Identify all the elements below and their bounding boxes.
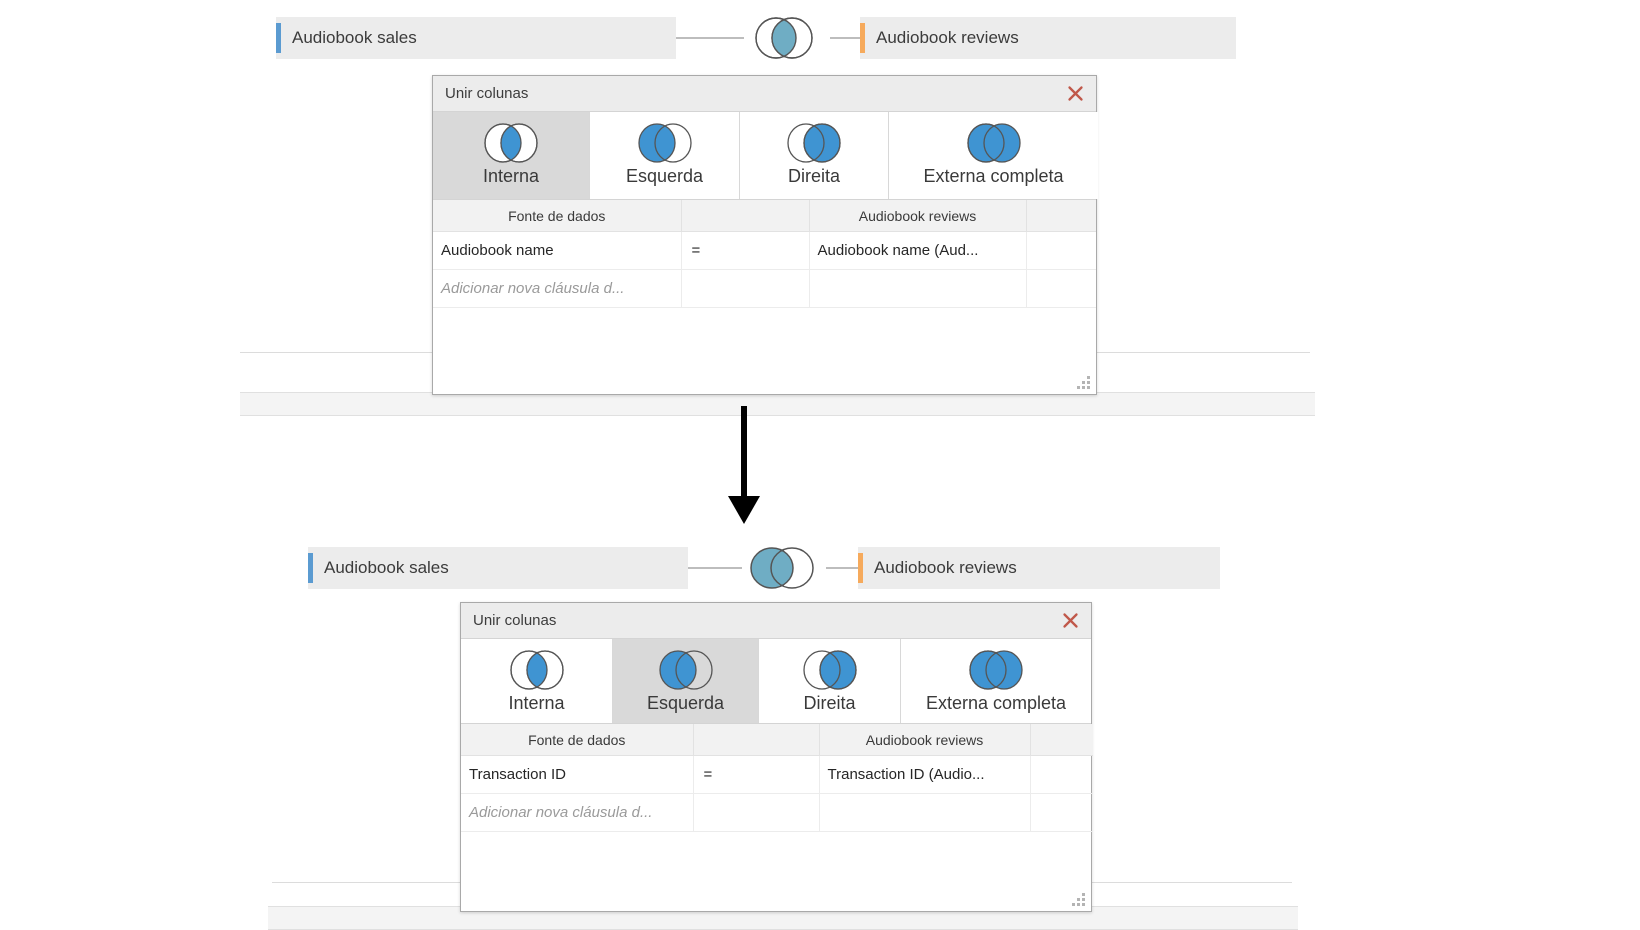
clause-row-actions[interactable] — [1030, 755, 1093, 794]
column-header-source: Fonte de dados — [433, 200, 682, 232]
left-join-venn-icon[interactable] — [736, 547, 828, 594]
dialog-body-empty-area — [461, 832, 1091, 908]
clause-source-field[interactable]: Audiobook name — [433, 231, 682, 270]
join-type-label: Interna — [508, 693, 565, 713]
left-table-label: Audiobook sales — [292, 28, 417, 47]
clause-row[interactable]: Transaction ID = Transaction ID (Audio..… — [461, 755, 1093, 794]
flow-node-right-table[interactable]: Audiobook reviews — [858, 547, 1220, 589]
dialog-title: Unir colunas — [473, 612, 557, 629]
dialog-title-bar: Unir colunas — [433, 76, 1096, 112]
join-type-label: Externa completa — [923, 166, 1064, 186]
inner-join-venn-icon — [484, 123, 538, 163]
full-outer-join-venn-icon — [966, 123, 1021, 163]
join-type-label: Direita — [803, 693, 856, 713]
flow-node-left-table[interactable]: Audiobook sales — [276, 17, 676, 59]
add-clause-placeholder[interactable]: Adicionar nova cláusula d... — [433, 269, 682, 308]
join-type-tab-esquerda[interactable]: Esquerda — [613, 639, 759, 723]
column-header-operator — [681, 200, 810, 232]
clause-row-actions[interactable] — [1030, 793, 1093, 832]
join-flow-row-after: Audiobook sales Audiobook reviews — [308, 547, 1220, 589]
right-table-accent-bar — [860, 23, 865, 53]
join-type-tab-direita[interactable]: Direita — [759, 639, 901, 723]
join-clause-table: Fonte de dados Audiobook reviews Audiobo… — [433, 200, 1096, 308]
join-flow-row-before: Audiobook sales Audiobook reviews — [276, 17, 1236, 59]
join-type-tab-externa-completa[interactable]: Externa completa — [889, 112, 1098, 199]
clause-target-field[interactable]: Transaction ID (Audio... — [819, 755, 1031, 794]
dialog-title: Unir colunas — [445, 85, 529, 102]
dialog-body-empty-area — [433, 308, 1096, 388]
right-join-venn-icon — [802, 650, 857, 690]
clause-row-add-new[interactable]: Adicionar nova cláusula d... — [461, 793, 1093, 832]
column-header-actions — [1026, 200, 1096, 232]
clause-target-field[interactable] — [819, 793, 1031, 832]
join-link-left — [688, 567, 742, 569]
join-dialog-before: Unir colunas Interna Esquerda — [432, 75, 1098, 395]
join-type-label: Esquerda — [625, 166, 704, 186]
left-join-venn-icon — [658, 650, 713, 690]
clause-operator[interactable] — [693, 793, 820, 832]
clause-table-header-row: Fonte de dados Audiobook reviews — [433, 200, 1096, 232]
join-type-tab-direita[interactable]: Direita — [740, 112, 889, 199]
clause-row[interactable]: Audiobook name = Audiobook name (Aud... — [433, 231, 1096, 270]
join-clause-table: Fonte de dados Audiobook reviews Transac… — [461, 724, 1093, 832]
resize-grip-handle[interactable] — [1077, 376, 1091, 390]
add-clause-placeholder[interactable]: Adicionar nova cláusula d... — [461, 793, 694, 832]
column-header-target: Audiobook reviews — [809, 200, 1027, 232]
column-header-actions — [1030, 724, 1093, 756]
clause-table-header-row: Fonte de dados Audiobook reviews — [461, 724, 1093, 756]
join-dialog-after: Unir colunas Interna Esquerda — [460, 602, 1093, 912]
right-table-label: Audiobook reviews — [874, 558, 1017, 577]
join-type-label: Externa completa — [925, 693, 1067, 713]
clause-operator[interactable]: = — [693, 755, 820, 794]
column-header-target: Audiobook reviews — [819, 724, 1031, 756]
flow-node-right-table[interactable]: Audiobook reviews — [860, 17, 1236, 59]
left-table-label: Audiobook sales — [324, 558, 449, 577]
clause-target-field[interactable]: Audiobook name (Aud... — [809, 231, 1027, 270]
left-table-accent-bar — [308, 553, 313, 583]
join-type-tab-externa-completa[interactable]: Externa completa — [901, 639, 1091, 723]
join-link-right — [826, 567, 858, 569]
right-table-label: Audiobook reviews — [876, 28, 1019, 47]
flow-node-left-table[interactable]: Audiobook sales — [308, 547, 688, 589]
join-type-tab-strip: Interna Esquerda Direita Externa co — [461, 639, 1091, 724]
clause-operator[interactable] — [681, 269, 810, 308]
clause-row-actions[interactable] — [1026, 269, 1096, 308]
join-type-tab-interna[interactable]: Interna — [461, 639, 613, 723]
join-type-label: Direita — [787, 166, 840, 186]
join-link-left — [676, 37, 744, 39]
clause-row-add-new[interactable]: Adicionar nova cláusula d... — [433, 269, 1096, 308]
right-table-accent-bar — [858, 553, 863, 583]
full-outer-join-venn-icon — [969, 650, 1023, 690]
right-join-venn-icon — [787, 123, 841, 163]
clause-target-field[interactable] — [809, 269, 1027, 308]
inner-join-venn-icon — [509, 650, 564, 690]
column-header-source: Fonte de dados — [461, 724, 694, 756]
left-table-accent-bar — [276, 23, 281, 53]
left-join-venn-icon — [637, 123, 692, 163]
join-link-right — [830, 37, 860, 39]
join-type-label: Esquerda — [646, 693, 725, 713]
join-type-tab-interna[interactable]: Interna — [433, 112, 590, 199]
clause-row-actions[interactable] — [1026, 231, 1096, 270]
column-header-operator — [693, 724, 820, 756]
clause-source-field[interactable]: Transaction ID — [461, 755, 694, 794]
close-icon[interactable] — [1064, 83, 1086, 105]
join-type-tab-strip: Interna Esquerda Direita Externa co — [433, 112, 1098, 200]
resize-grip-handle[interactable] — [1072, 893, 1086, 907]
dialog-title-bar: Unir colunas — [461, 603, 1091, 639]
clause-operator[interactable]: = — [681, 231, 810, 270]
canvas-strip-top — [240, 392, 1315, 416]
close-icon[interactable] — [1059, 610, 1081, 632]
join-type-tab-esquerda[interactable]: Esquerda — [590, 112, 740, 199]
down-arrow-icon — [722, 404, 766, 531]
join-type-label: Interna — [482, 166, 540, 186]
inner-join-venn-icon[interactable] — [738, 17, 830, 64]
